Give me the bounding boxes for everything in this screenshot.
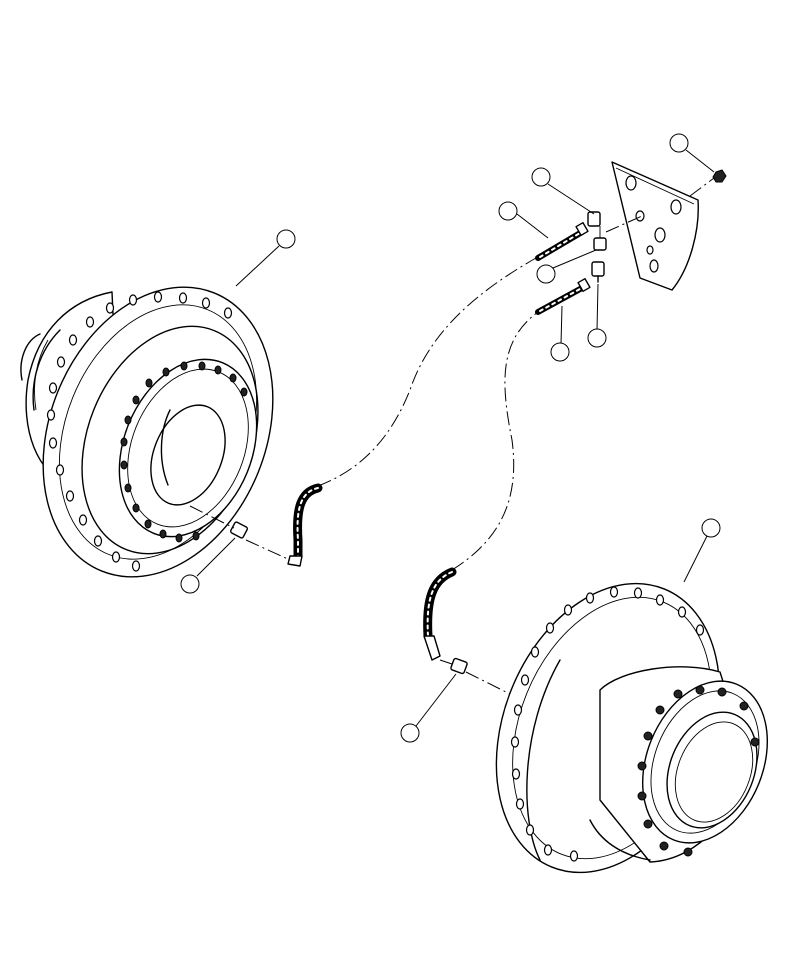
bolt-heads-hub [637, 685, 760, 857]
hose-upper [287, 483, 323, 567]
elbow-lower [591, 261, 605, 283]
tube-lower [535, 277, 591, 315]
bolt-holes-outer [46, 291, 233, 572]
callout-5 [536, 264, 556, 284]
hose-lower [423, 567, 457, 661]
callouts [180, 133, 721, 743]
callout-3 [498, 201, 518, 221]
callout-6 [550, 342, 570, 362]
callout-8 [180, 574, 200, 594]
callout-2 [531, 167, 551, 187]
fitting-lower [450, 657, 468, 675]
bolt-holes-inner [120, 361, 248, 543]
callout-7 [587, 328, 607, 348]
motor-upper-left [20, 286, 274, 578]
fitting-upper [230, 521, 248, 539]
routing-lines [189, 177, 715, 695]
callout-1 [276, 229, 296, 249]
tee-upper [587, 211, 607, 251]
callout-4 [669, 133, 689, 153]
motor-lower-right [495, 582, 769, 874]
nut [712, 169, 727, 183]
callout-10 [400, 723, 420, 743]
callout-9 [701, 518, 721, 538]
bulkhead-plate [611, 161, 699, 291]
bolt-holes-flange [510, 586, 705, 862]
tube-upper [535, 221, 589, 261]
